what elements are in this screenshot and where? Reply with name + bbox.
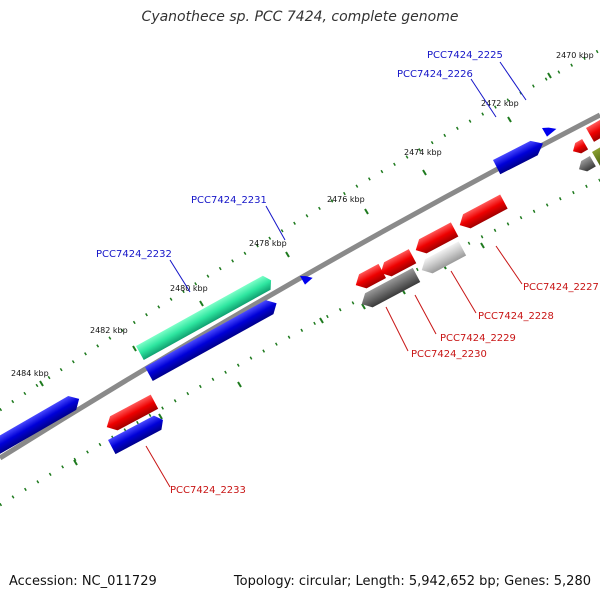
gene-arrow-2228[interactable]	[418, 241, 467, 277]
gene-label-2232[interactable]: PCC7424_2232	[96, 249, 172, 260]
gene-arrow-2229[interactable]	[377, 249, 417, 280]
gene-arrow-2227[interactable]	[456, 194, 508, 233]
accession-label: Accession: NC_011729	[9, 574, 157, 589]
scale-track-outer	[0, 48, 600, 412]
kbp-label: 2480 kbp	[170, 284, 208, 293]
map-title: Cyanothece sp. PCC 7424, complete genome	[141, 9, 459, 25]
kbp-label: 2474 kbp	[404, 148, 442, 157]
leader-lines-reverse	[145, 245, 523, 488]
gene-label-2229[interactable]: PCC7424_2229	[440, 333, 516, 344]
gene-label-2225[interactable]: PCC7424_2225	[427, 50, 503, 61]
leader-lines-forward	[169, 61, 527, 293]
gene-label-2233[interactable]: PCC7424_2233	[170, 485, 246, 496]
kbp-label: 2470 kbp	[556, 51, 594, 60]
genome-stats: Topology: circular; Length: 5,942,652 bp…	[233, 574, 591, 589]
gene-arrow-edge-gray[interactable]	[576, 156, 596, 174]
gene-arrow-edge-red2[interactable]	[570, 139, 589, 156]
gene-arrow-2230[interactable]	[358, 267, 421, 311]
gene-arrow-2233[interactable]	[108, 413, 167, 455]
kbp-label: 2472 kbp	[481, 99, 519, 108]
gene-arrow-2232b[interactable]	[145, 296, 280, 381]
gene-arrow-2225[interactable]	[493, 136, 547, 175]
gene-arrow-2229b[interactable]	[352, 263, 386, 292]
gene-arrow-left[interactable]	[0, 392, 83, 454]
gene-label-2230[interactable]: PCC7424_2230	[411, 349, 487, 360]
kbp-label: 2484 kbp	[11, 369, 49, 378]
gene-arrow-2232[interactable]	[136, 273, 275, 360]
gene-arrow-edge-red[interactable]	[586, 119, 600, 142]
gene-arrow-2228a[interactable]	[412, 222, 459, 257]
gene-label-2227[interactable]: PCC7424_2227	[523, 282, 599, 293]
kbp-label: 2478 kbp	[249, 239, 287, 248]
kbp-ticks-outer	[39, 72, 552, 387]
gene-label-2226[interactable]: PCC7424_2226	[397, 69, 473, 80]
gene-arrow-2226[interactable]	[542, 122, 557, 137]
gene-label-2231[interactable]: PCC7424_2231	[191, 195, 267, 206]
kbp-label: 2476 kbp	[327, 195, 365, 204]
gene-label-2228[interactable]: PCC7424_2228	[478, 311, 554, 322]
gene-arrow-2233a[interactable]	[103, 394, 159, 434]
kbp-label: 2482 kbp	[90, 326, 128, 335]
gene-arrow-edge-olive[interactable]	[592, 146, 600, 166]
gene-arrow-2231[interactable]	[300, 271, 314, 285]
